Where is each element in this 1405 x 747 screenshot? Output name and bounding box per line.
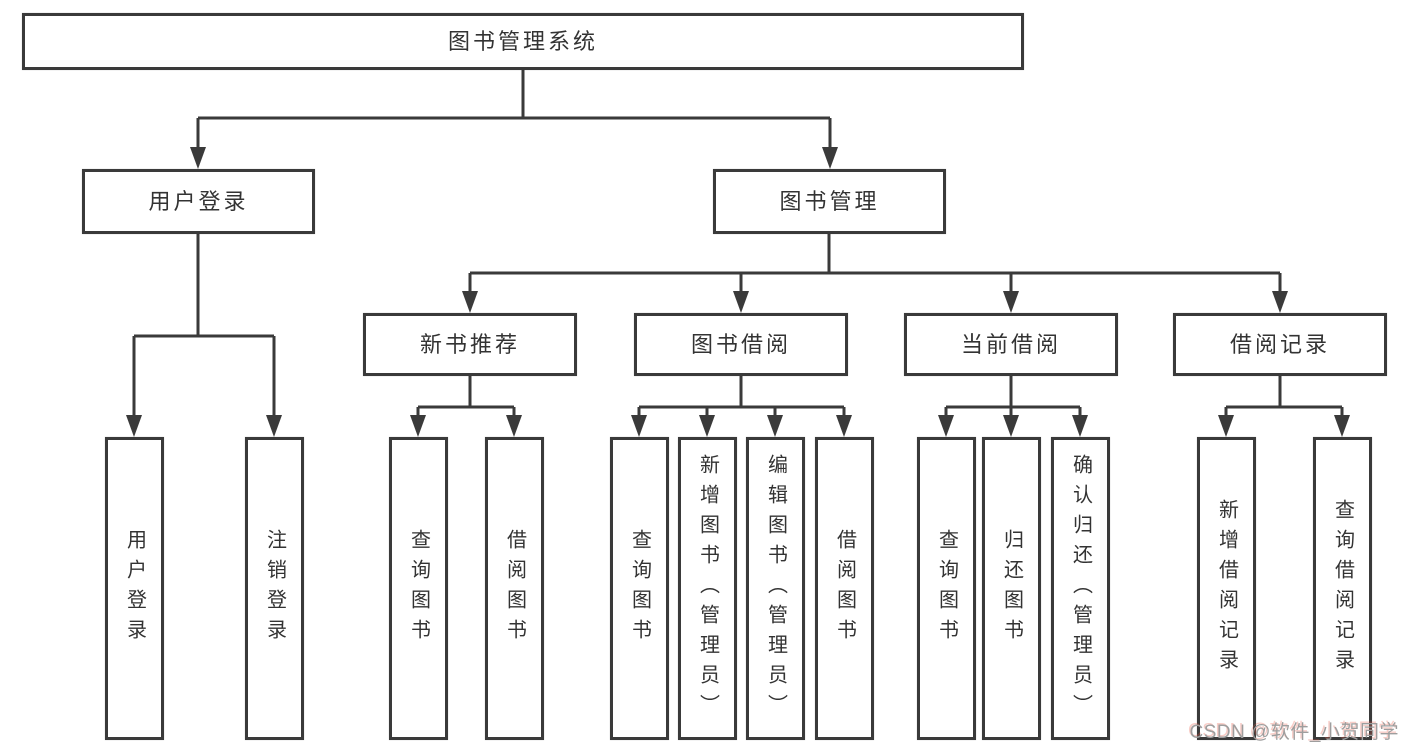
arrow-down-icon [822, 147, 838, 169]
node-label: 图书借阅 [690, 331, 791, 357]
node-label: 图书管理 [779, 188, 880, 214]
leaf-query-borrow-record: 查询借阅记录 [1313, 437, 1372, 740]
node-label: 当前借阅 [960, 331, 1061, 357]
arrow-down-icon [506, 415, 522, 437]
leaf-label: 查询借阅记录 [1331, 498, 1354, 679]
leaf-label: 查询图书 [628, 528, 651, 649]
csdn-watermark: CSDN @软件_小贺同学 [1189, 722, 1399, 743]
connector-records-to-leaves [1224, 376, 1344, 421]
connector-userlogin-to-leaves [132, 234, 276, 419]
arrow-down-icon [1334, 415, 1350, 437]
node-current-borrowing: 当前借阅 [904, 313, 1118, 376]
leaf-user-login: 用户登录 [105, 437, 164, 740]
leaf-label: 新增借阅记录 [1215, 498, 1238, 679]
arrow-down-icon [1272, 291, 1288, 313]
arrow-down-icon [462, 291, 478, 313]
node-borrowing-records: 借阅记录 [1173, 313, 1387, 376]
arrow-down-icon [1003, 291, 1019, 313]
leaf-label: 归还图书 [1000, 528, 1023, 649]
leaf-borrow-books-newbook: 借阅图书 [485, 437, 544, 740]
leaf-edit-books-admin: 编辑图书（管理员） [746, 437, 805, 740]
connector-root-to-level1 [196, 70, 832, 151]
node-label: 借阅记录 [1229, 331, 1330, 357]
node-book-management: 图书管理 [713, 169, 946, 234]
arrow-down-icon [266, 415, 282, 437]
arrow-down-icon [836, 415, 852, 437]
leaf-add-books-admin: 新增图书（管理员） [678, 437, 737, 740]
arrow-down-icon [767, 415, 783, 437]
connector-bookmgmt-to-level2 [468, 234, 1282, 297]
leaf-label: 借阅图书 [833, 528, 856, 649]
connector-borrow-to-leaves [637, 376, 846, 421]
node-library-management-system: 图书管理系统 [22, 13, 1024, 70]
node-new-book-recommend: 新书推荐 [363, 313, 577, 376]
leaf-label: 查询图书 [407, 528, 430, 649]
arrow-down-icon [126, 415, 142, 437]
leaf-label: 新增图书（管理员） [696, 453, 719, 724]
leaf-label: 用户登录 [123, 528, 146, 649]
arrow-down-icon [699, 415, 715, 437]
connector-current-to-leaves [944, 376, 1082, 421]
leaf-label: 确认归还（管理员） [1069, 453, 1092, 724]
node-book-borrowing: 图书借阅 [634, 313, 848, 376]
arrow-down-icon [733, 291, 749, 313]
leaf-label: 借阅图书 [503, 528, 526, 649]
arrow-down-icon [1072, 415, 1088, 437]
connector-newbook-to-leaves [416, 376, 516, 421]
node-label: 图书管理系统 [447, 28, 598, 54]
leaf-query-books-borrow: 查询图书 [610, 437, 669, 740]
leaf-logout: 注销登录 [245, 437, 304, 740]
leaf-label: 编辑图书（管理员） [764, 453, 787, 724]
node-label: 用户登录 [148, 188, 249, 214]
leaf-label: 查询图书 [935, 528, 958, 649]
node-label: 新书推荐 [419, 331, 520, 357]
leaf-add-borrow-record: 新增借阅记录 [1197, 437, 1256, 740]
leaf-query-books-current: 查询图书 [917, 437, 976, 740]
arrow-down-icon [1218, 415, 1234, 437]
arrow-down-icon [410, 415, 426, 437]
leaf-label: 注销登录 [263, 528, 286, 649]
leaf-return-books: 归还图书 [982, 437, 1041, 740]
leaf-confirm-return-admin: 确认归还（管理员） [1051, 437, 1110, 740]
node-user-login: 用户登录 [82, 169, 315, 234]
leaf-borrow-books: 借阅图书 [815, 437, 874, 740]
arrow-down-icon [190, 147, 206, 169]
arrow-down-icon [1003, 415, 1019, 437]
leaf-query-books-newbook: 查询图书 [389, 437, 448, 740]
arrow-down-icon [938, 415, 954, 437]
arrow-down-icon [631, 415, 647, 437]
